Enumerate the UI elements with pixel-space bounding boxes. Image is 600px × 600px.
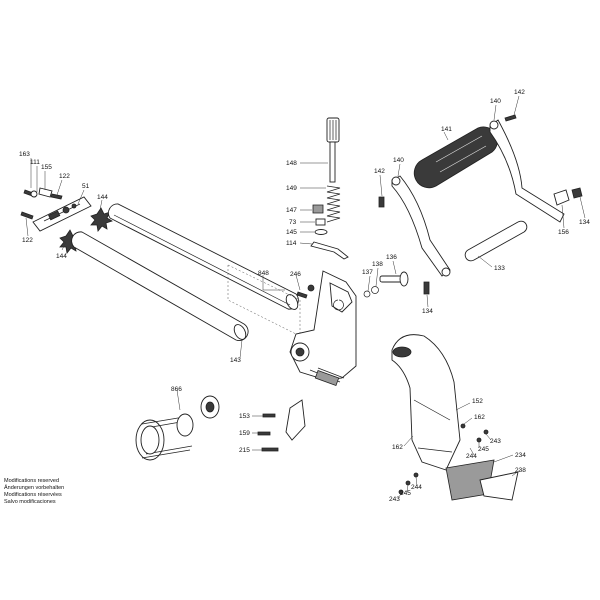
label-148: 148 (286, 160, 297, 167)
guard-flap-238 (479, 471, 519, 501)
handle-arm-140-right (489, 119, 565, 223)
coil-spring-866 (135, 395, 220, 461)
label-162-right: 162 (474, 414, 485, 421)
spindle-148 (326, 117, 340, 183)
label-141: 141 (441, 126, 452, 133)
label-143: 143 (230, 357, 241, 364)
handle-arm-140-left (391, 175, 451, 277)
label-155: 155 (41, 164, 52, 171)
label-243-left: 243 (389, 496, 400, 503)
star-knob-144-upper (90, 207, 113, 232)
label-114: 114 (286, 240, 297, 247)
bracket-153 (285, 399, 306, 441)
notice-line: Modifications reserved (4, 478, 60, 484)
label-122-left: 122 (22, 237, 33, 244)
main-casting (289, 270, 357, 387)
ring-138 (371, 286, 379, 294)
rail-lower (71, 231, 249, 341)
label-238: 238 (515, 467, 526, 474)
screw-142-left (378, 196, 385, 208)
label-153: 153 (239, 413, 250, 420)
label-144-top: 144 (97, 194, 108, 201)
blade-guard (391, 334, 461, 471)
rod-133 (464, 220, 528, 262)
label-111: 111 (30, 159, 40, 166)
notice-line: Salvo modificaciones (4, 499, 56, 505)
label-133: 133 (494, 265, 505, 272)
bolt-134-right (571, 187, 583, 199)
nut-155 (38, 187, 53, 198)
screw-153 (262, 413, 276, 418)
notice-line: Modifications réservées (4, 492, 62, 498)
label-73: 73 (289, 219, 297, 226)
label-215: 215 (239, 447, 250, 454)
part-73 (315, 218, 326, 226)
screw-122-left (20, 211, 34, 220)
label-142-left: 142 (374, 168, 385, 175)
label-144-bottom: 144 (56, 253, 67, 260)
label-159: 159 (239, 430, 250, 437)
label-138: 138 (372, 261, 383, 268)
label-848: 848 (258, 270, 269, 277)
label-866: 866 (171, 386, 182, 393)
pin-136 (379, 271, 409, 287)
label-140-left: 140 (393, 157, 404, 164)
spring-149 (326, 185, 341, 223)
label-244-left: 244 (411, 484, 422, 491)
label-234: 234 (515, 452, 526, 459)
label-51: 51 (82, 183, 90, 190)
screw-147 (312, 204, 324, 214)
leader-lines (25, 95, 586, 499)
label-142-right: 142 (514, 89, 525, 96)
screw-159 (257, 431, 271, 436)
label-156: 156 (558, 229, 569, 236)
label-134-center: 134 (422, 308, 433, 315)
rail-upper (108, 203, 299, 310)
screw-122-top (50, 193, 63, 200)
label-136: 136 (386, 254, 397, 261)
label-245-right: 245 (478, 446, 489, 453)
clip-114 (310, 241, 349, 260)
notice-line: Änderungen vorbehalten (4, 485, 65, 491)
screw-142-right (504, 114, 517, 122)
screw-215 (261, 447, 279, 452)
label-137: 137 (362, 269, 373, 276)
label-134-right: 134 (579, 219, 590, 226)
label-122-top: 122 (59, 173, 70, 180)
assembly-outline-848 (227, 264, 301, 337)
label-149: 149 (286, 185, 297, 192)
ring-137 (363, 290, 371, 298)
label-152: 152 (472, 398, 483, 405)
label-163: 163 (19, 151, 30, 158)
modifications-notice: Modifications reserved Änderungen vorbeh… (4, 478, 64, 506)
handle-grip-141 (413, 126, 498, 189)
label-245-left: 245 (400, 490, 411, 497)
washer-111 (30, 190, 38, 198)
bolt-156 (553, 189, 570, 206)
label-244-right: 244 (466, 453, 477, 460)
label-147: 147 (286, 207, 297, 214)
label-246: 246 (290, 271, 301, 278)
part-labels: 163 111 155 122 51 144 122 144 148 149 1… (19, 89, 590, 503)
washer-145 (314, 229, 328, 235)
label-243-right: 243 (490, 438, 501, 445)
label-145: 145 (286, 229, 297, 236)
label-162-left: 162 (392, 444, 403, 451)
screw-246 (296, 284, 315, 299)
label-140-right: 140 (490, 98, 501, 105)
screw-134-center (423, 281, 430, 295)
end-bracket-51 (32, 196, 92, 232)
